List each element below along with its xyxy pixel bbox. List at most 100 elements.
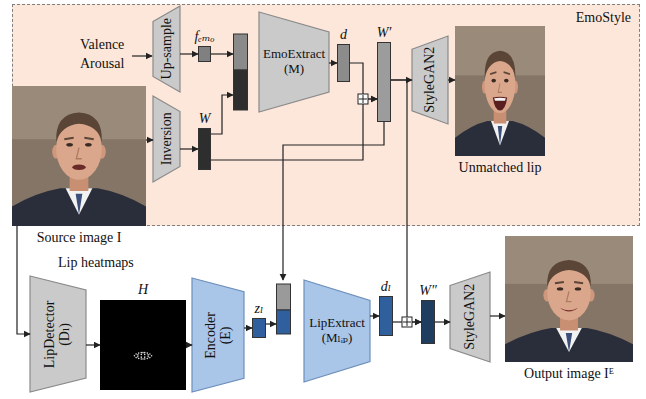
drawing-part: [134, 355, 136, 357]
drawing-part: [498, 126, 503, 146]
vector-part: [234, 34, 248, 70]
input-label: Lip heatmaps: [58, 255, 134, 271]
drawing-part: [12, 86, 146, 226]
block-label: StyleGAN2: [422, 47, 437, 113]
drawing-part: [85, 143, 92, 147]
drawing-part: [144, 352, 146, 354]
trapezoid-shape: [30, 276, 86, 392]
text-holder: LipExtract (Mₗᵢₚ): [304, 280, 370, 382]
trapezoid-shape: [412, 36, 448, 124]
drawing-part: [498, 83, 502, 92]
drawing-part: [147, 352, 149, 354]
image-caption: Unmatched lip: [459, 160, 542, 175]
drawing-part: [566, 291, 571, 301]
block-label: EmoExtract (M): [263, 47, 325, 77]
face-image: Output image Iᴱ: [505, 236, 633, 362]
drawing-part: [455, 121, 545, 156]
block-label: Up-sample: [159, 18, 174, 79]
network-block: StyleGAN2: [412, 36, 448, 124]
latent-vector: W′: [377, 42, 391, 122]
output-face-photo: [505, 236, 633, 362]
region-title: EmoStyle: [576, 10, 631, 25]
sum-plus: [403, 322, 411, 323]
drawing-part: [505, 328, 633, 362]
drawing-part: [547, 260, 591, 286]
drawing-part: [72, 164, 85, 170]
network-block: LipDetector (Dₗ): [30, 276, 86, 392]
connector: [186, 344, 192, 345]
block-label: Inversion: [159, 113, 174, 166]
block-label: StyleGAN2: [462, 284, 477, 350]
latent-vector: W″: [421, 300, 435, 344]
drawing-part: [574, 282, 583, 283]
drawing-part: [141, 356, 143, 358]
drawing-part: [135, 353, 137, 355]
vector-label: W″: [419, 284, 437, 299]
drawing-part: [12, 188, 146, 226]
drawing-part: [144, 356, 146, 358]
drawing-part: [76, 148, 81, 159]
drawing-part: [147, 358, 149, 360]
network-block: Inversion: [153, 96, 180, 182]
block-label: Encoder (E): [203, 312, 234, 359]
drawing-part: [137, 354, 139, 356]
image-caption: Source image I: [37, 230, 122, 245]
drawing-part: [557, 287, 563, 290]
drawing-part: [491, 79, 496, 83]
face-image: Unmatched lip: [455, 26, 545, 156]
source-face-photo: [12, 86, 146, 226]
latent-vector: d: [337, 44, 350, 82]
drawing-part: [76, 194, 83, 215]
drawing-part: [149, 357, 151, 359]
connector: [393, 321, 421, 322]
vector-part: [277, 284, 291, 310]
network-block: Encoder (E): [192, 278, 244, 392]
vector-part: [277, 310, 291, 334]
drawing-part: [504, 72, 510, 74]
vector-label: W′: [377, 26, 392, 41]
network-block: StyleGAN2: [450, 272, 490, 362]
drawing-part: [490, 72, 496, 74]
drawing-part: [494, 98, 506, 101]
drawing-part: [141, 352, 143, 354]
trapezoid-shape: [192, 278, 244, 392]
drawing-part: [66, 143, 73, 147]
concat-vector: [276, 280, 304, 382]
drawing-part: [135, 357, 137, 359]
connector: [370, 315, 379, 316]
connector: [17, 226, 30, 334]
trapezoid-shape: [304, 280, 370, 382]
drawing-part: [64, 138, 73, 139]
drawing-part: [491, 121, 509, 146]
drawing-part: [147, 354, 149, 356]
unmatched-face-photo: [455, 26, 545, 156]
input-label: Valence: [80, 37, 124, 53]
latent-vector: W: [198, 128, 211, 170]
trapezoid-shape: [153, 6, 180, 92]
network-block: Up-sample: [153, 6, 180, 92]
block-label: LipExtract (Mₗᵢₚ): [309, 316, 365, 346]
vector-part: [234, 70, 248, 110]
sum-plus: [407, 318, 408, 326]
vector-label: fₑₘₒ: [194, 30, 214, 45]
vector-label: W: [199, 112, 211, 127]
extractor-block: EmoExtract (M): [233, 12, 329, 112]
vector-label: H: [138, 283, 148, 298]
drawing-part: [137, 356, 139, 358]
drawing-part: [147, 356, 149, 358]
drawing-part: [138, 352, 140, 354]
drawing-part: [141, 358, 143, 360]
drawing-part: [575, 287, 581, 290]
connector: [435, 321, 450, 322]
trapezoid-shape: [450, 272, 490, 362]
latent-vector: dₗ: [379, 296, 393, 336]
block-label: LipDetector (Dₗ): [43, 300, 74, 368]
trapezoid-shape: [259, 12, 329, 112]
image-caption: Output image Iᴱ: [524, 366, 614, 381]
drawing-part: [556, 328, 582, 352]
drawing-part: [144, 354, 146, 356]
drawing-part: [151, 355, 153, 357]
drawing-part: [84, 138, 93, 139]
connector: [244, 327, 252, 328]
